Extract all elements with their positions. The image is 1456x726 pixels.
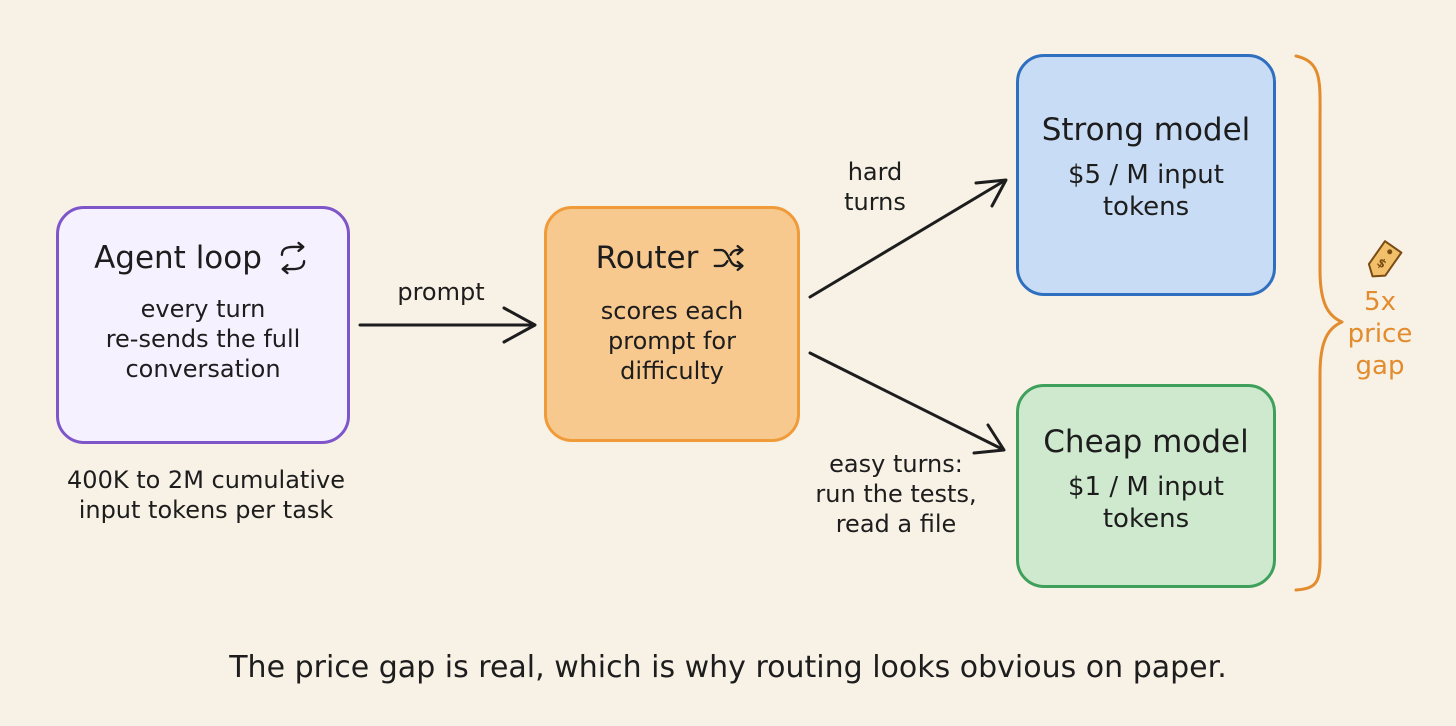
router-line-3: difficulty (620, 356, 724, 385)
agent-loop-line-2: re-sends the full (105, 324, 301, 353)
prompt-edge-label: prompt (397, 278, 485, 306)
agent-loop-description: every turn re-sends the full conversatio… (106, 295, 301, 384)
arrow-head-router-to-cheap (972, 423, 1006, 455)
router-title: Router (595, 239, 699, 276)
easy-label-line-3: read a file (835, 509, 957, 538)
cheap-model-price: $1 / M input tokens (1068, 471, 1224, 535)
easy-label-line-2: run the tests, (815, 479, 977, 508)
router-description: scores each prompt for difficulty (601, 297, 744, 386)
cheap-price-line-2: tokens (1102, 504, 1190, 535)
cheap-model-title: Cheap model (1043, 424, 1249, 460)
router-header: Router (596, 239, 749, 277)
hard-label-line-1: hard (847, 158, 903, 186)
strong-price-line-1: $5 / M input (1068, 160, 1224, 191)
easy-turns-label: easy turns: run the tests, read a file (786, 450, 1006, 539)
strong-model-price: $5 / M input tokens (1068, 159, 1224, 223)
price-gap-line-1: 5x (1364, 287, 1396, 317)
agent-note-line-2: input tokens per task (78, 495, 334, 524)
easy-label-line-1: easy turns: (829, 450, 963, 478)
strong-model-box: Strong model $5 / M input tokens (1016, 54, 1276, 296)
router-line-1: scores each (600, 297, 744, 325)
arrow-head-agent-to-router (502, 306, 537, 344)
strong-price-line-2: tokens (1102, 192, 1190, 223)
price-tag-icon: $ (1358, 234, 1410, 286)
arrow-head-router-to-strong (974, 178, 1008, 208)
agent-loop-box: Agent loop every turn re-sends the full … (56, 206, 350, 444)
hard-turns-label: hard turns (820, 158, 930, 218)
agent-loop-header: Agent loop (94, 239, 312, 277)
cheap-model-box: Cheap model $1 / M input tokens (1016, 384, 1276, 588)
agent-token-note: 400K to 2M cumulative input tokens per t… (26, 466, 386, 526)
shuffle-icon (710, 239, 748, 277)
footer-caption: The price gap is real, which is why rout… (229, 650, 1227, 685)
router-box: Router scores each prompt for difficulty (544, 206, 800, 442)
router-line-2: prompt for (608, 326, 736, 355)
hard-label-line-2: turns (844, 187, 906, 216)
price-gap-line-2: price (1347, 319, 1413, 350)
arrow-router-to-cheap (808, 351, 1004, 451)
agent-note-line-1: 400K to 2M cumulative (67, 466, 345, 494)
strong-model-title: Strong model (1041, 112, 1251, 148)
cheap-price-line-1: $1 / M input (1068, 472, 1224, 503)
price-gap-line-3: gap (1355, 351, 1405, 382)
agent-loop-line-1: every turn (140, 295, 266, 323)
agent-loop-title: Agent loop (94, 239, 262, 276)
agent-loop-line-3: conversation (125, 354, 281, 383)
price-gap-label: 5x price gap (1330, 286, 1430, 383)
repeat-icon (274, 239, 312, 277)
